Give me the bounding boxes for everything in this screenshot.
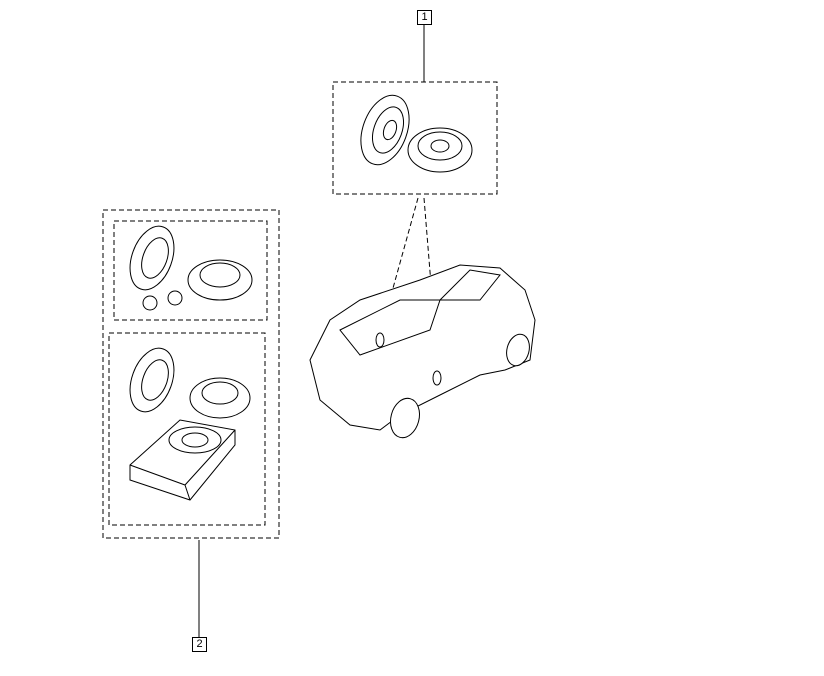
speaker-icon xyxy=(129,347,175,413)
group-2-box xyxy=(102,209,280,539)
callout-2[interactable]: 2 xyxy=(192,637,207,652)
kit-b-box xyxy=(108,332,266,526)
callout-1[interactable]: 1 xyxy=(417,10,432,25)
speaker-icon xyxy=(360,94,410,166)
subwoofer-amplifier-icon xyxy=(129,419,236,501)
leader-line-door-right xyxy=(423,197,439,371)
speaker-icon xyxy=(407,127,473,173)
speaker-location-front xyxy=(375,332,385,348)
speaker-icon xyxy=(129,225,175,291)
speaker-icon xyxy=(187,259,253,301)
speaker-icon xyxy=(189,377,251,419)
tweeter-icon xyxy=(142,295,158,311)
group-1-box xyxy=(332,81,498,195)
kit-a-box xyxy=(113,220,268,321)
tweeter-icon xyxy=(167,290,183,306)
car-icon xyxy=(309,264,536,439)
speaker-location-door xyxy=(432,370,442,386)
